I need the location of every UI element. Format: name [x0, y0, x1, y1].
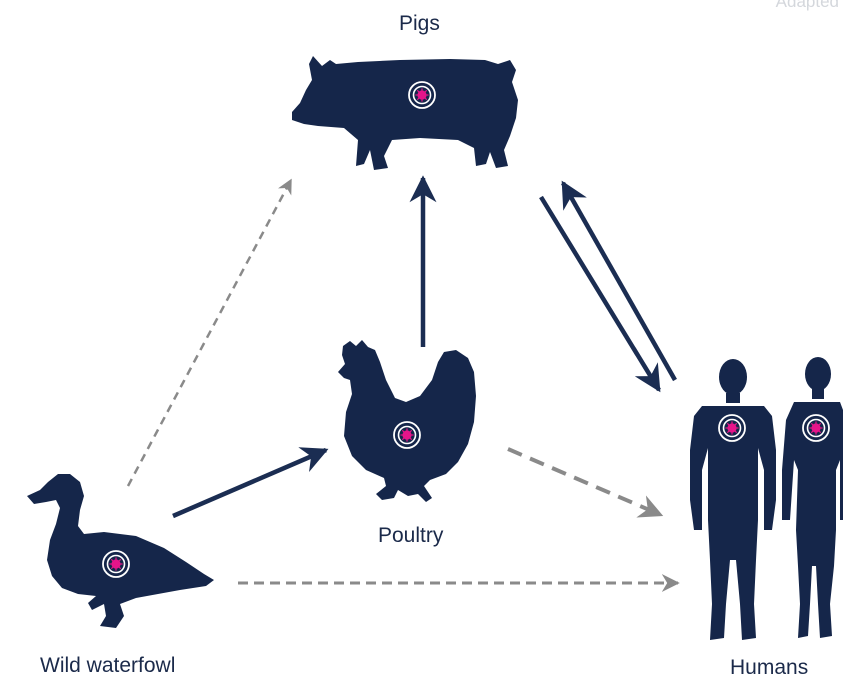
arrows — [128, 178, 678, 583]
virus-icon — [803, 415, 829, 441]
pig-icon — [292, 56, 518, 170]
chicken-icon — [338, 340, 476, 502]
virus-icon — [409, 82, 435, 108]
human-female-icon — [782, 357, 843, 638]
arrow-waterfowl-to-pigs — [128, 180, 291, 486]
virus-icon — [719, 415, 745, 441]
arrow-humans-to-pigs — [563, 183, 675, 380]
virus-icon — [103, 551, 129, 577]
virus-icon — [394, 422, 420, 448]
arrow-poultry-to-humans — [508, 449, 661, 515]
arrow-pigs-to-humans — [541, 197, 659, 390]
arrow-waterfowl-to-poultry — [173, 450, 326, 516]
human-male-icon — [690, 359, 776, 640]
